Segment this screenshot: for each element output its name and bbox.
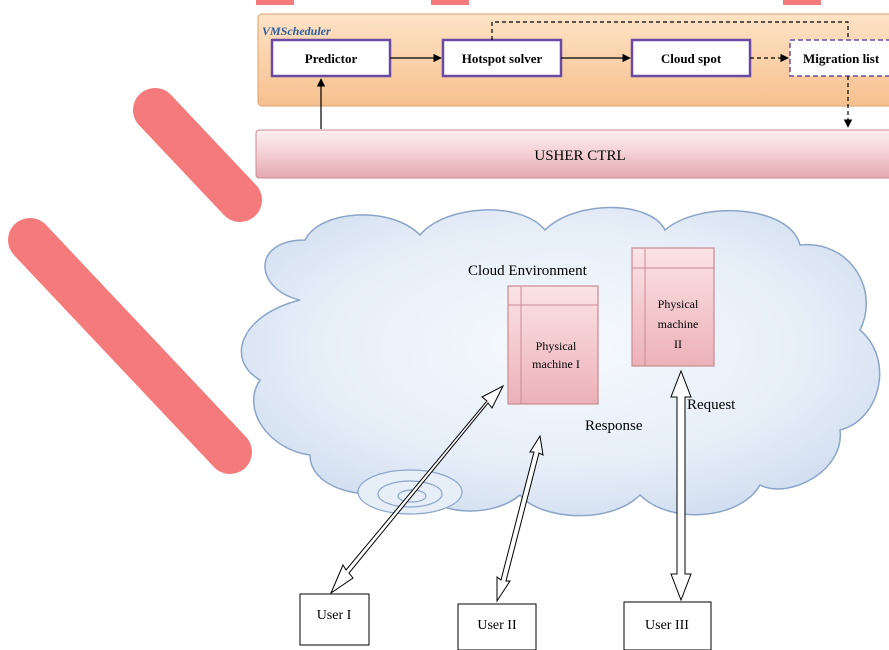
hotspot-solver-box [441,38,563,78]
dashed-hotspot-to-migration [491,21,849,40]
machine-2-line-1: Physical [658,297,699,311]
machine-2-line-2: machine [658,317,699,331]
user-2-label: User II [477,618,517,633]
top-marker-3 [783,0,821,5]
red-slash-upper [133,88,262,222]
vmscheduler-band [257,13,889,107]
user-1-label: User I [317,608,352,623]
migration-list-label: Migration list [803,51,880,66]
predictor-label: Predictor [305,51,358,66]
cloud-environment-label: Cloud Environment [468,263,588,279]
user-1-box [299,593,370,646]
machine-1-line-2: machine I [532,357,580,371]
red-slash-lower [8,218,252,474]
machine-2-line-3: II [674,337,682,351]
cloud-swirl-mid [377,480,443,508]
user-3-box [623,601,712,650]
request-label: Request [687,397,736,413]
hotspot-solver-label: Hotspot solver [462,51,543,66]
usher-ctrl-label: USHER CTRL [534,148,625,164]
arrow-user3-machine2 [670,369,692,602]
cloud-spot-label: Cloud spot [661,51,722,66]
cloud-swirl-inner [397,489,427,503]
physical-machine-1: Physical machine I [507,285,599,405]
top-marker-2 [431,0,469,5]
migration-list-box [789,39,889,77]
response-label: Response [585,418,643,434]
arrow-user2-cloud [496,434,544,603]
user-2-box [457,603,537,650]
vmscheduler-title: VMScheduler [262,24,331,38]
physical-machine-2: Physical machine II [631,247,715,367]
cloud-swirl-outer [357,469,463,515]
machine-1-line-1: Physical [536,339,577,353]
user-3-label: User III [645,618,689,633]
arrow-user1-machine1 [329,384,505,595]
usher-ctrl-band [255,129,889,179]
top-marker-1 [256,0,294,5]
